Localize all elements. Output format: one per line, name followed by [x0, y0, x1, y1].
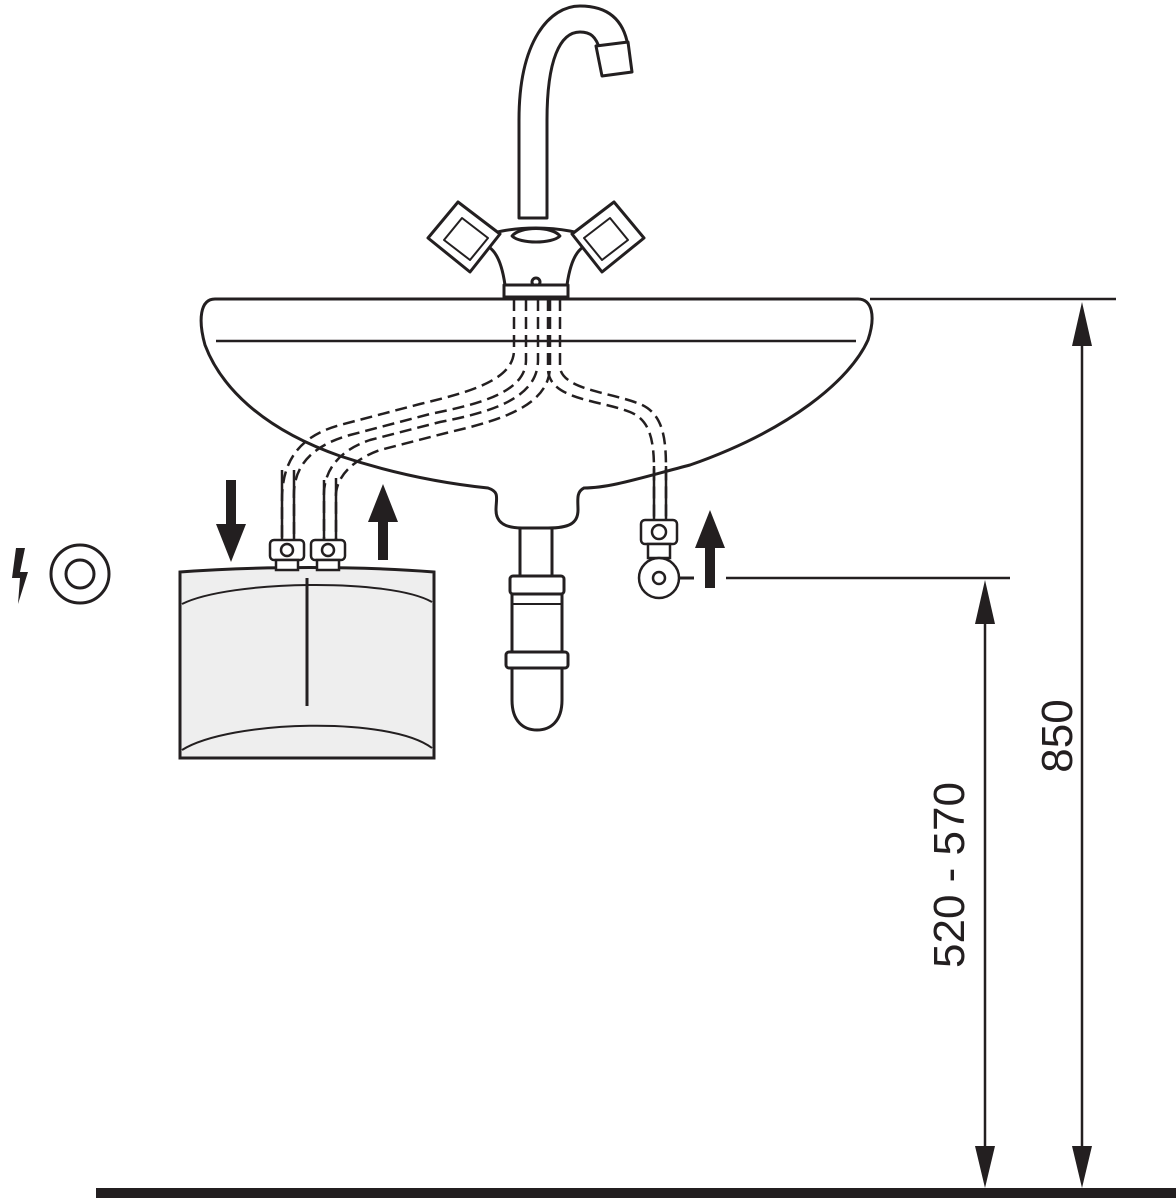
- power-socket-icon: [49, 543, 111, 605]
- sink: [199, 297, 874, 530]
- trap-nut-lower: [504, 650, 570, 670]
- water-heater: [178, 538, 436, 760]
- arrow-up-icon: [368, 484, 398, 560]
- sink-basin: [199, 297, 874, 530]
- faucet-base: [502, 283, 570, 299]
- right-handle: [570, 200, 646, 274]
- faucet-aerator: [594, 40, 634, 78]
- valve-height-label: 520 - 570: [925, 782, 974, 968]
- trap-nut-upper: [508, 574, 566, 596]
- left-handle: [426, 200, 502, 274]
- heater-fitting-right: [309, 538, 347, 572]
- lightning-bolt-icon: [12, 548, 28, 604]
- visible-pipes: [280, 466, 668, 540]
- hidden-pipes: [280, 299, 668, 540]
- arrow-up-icon: [695, 510, 725, 588]
- arrow-down-icon: [216, 480, 246, 562]
- total-height-label: 850: [1033, 699, 1082, 772]
- flow-arrows: [216, 480, 725, 588]
- dimension-lines: [726, 297, 1116, 1160]
- shutoff-valve: [637, 518, 694, 600]
- faucet-spout: [517, 4, 630, 220]
- heater-fitting-left: [268, 538, 306, 572]
- floor-line: [96, 1188, 1176, 1198]
- drain-trap: [504, 526, 570, 732]
- dimension-arrowheads: [975, 302, 1092, 1188]
- faucet: [426, 4, 646, 299]
